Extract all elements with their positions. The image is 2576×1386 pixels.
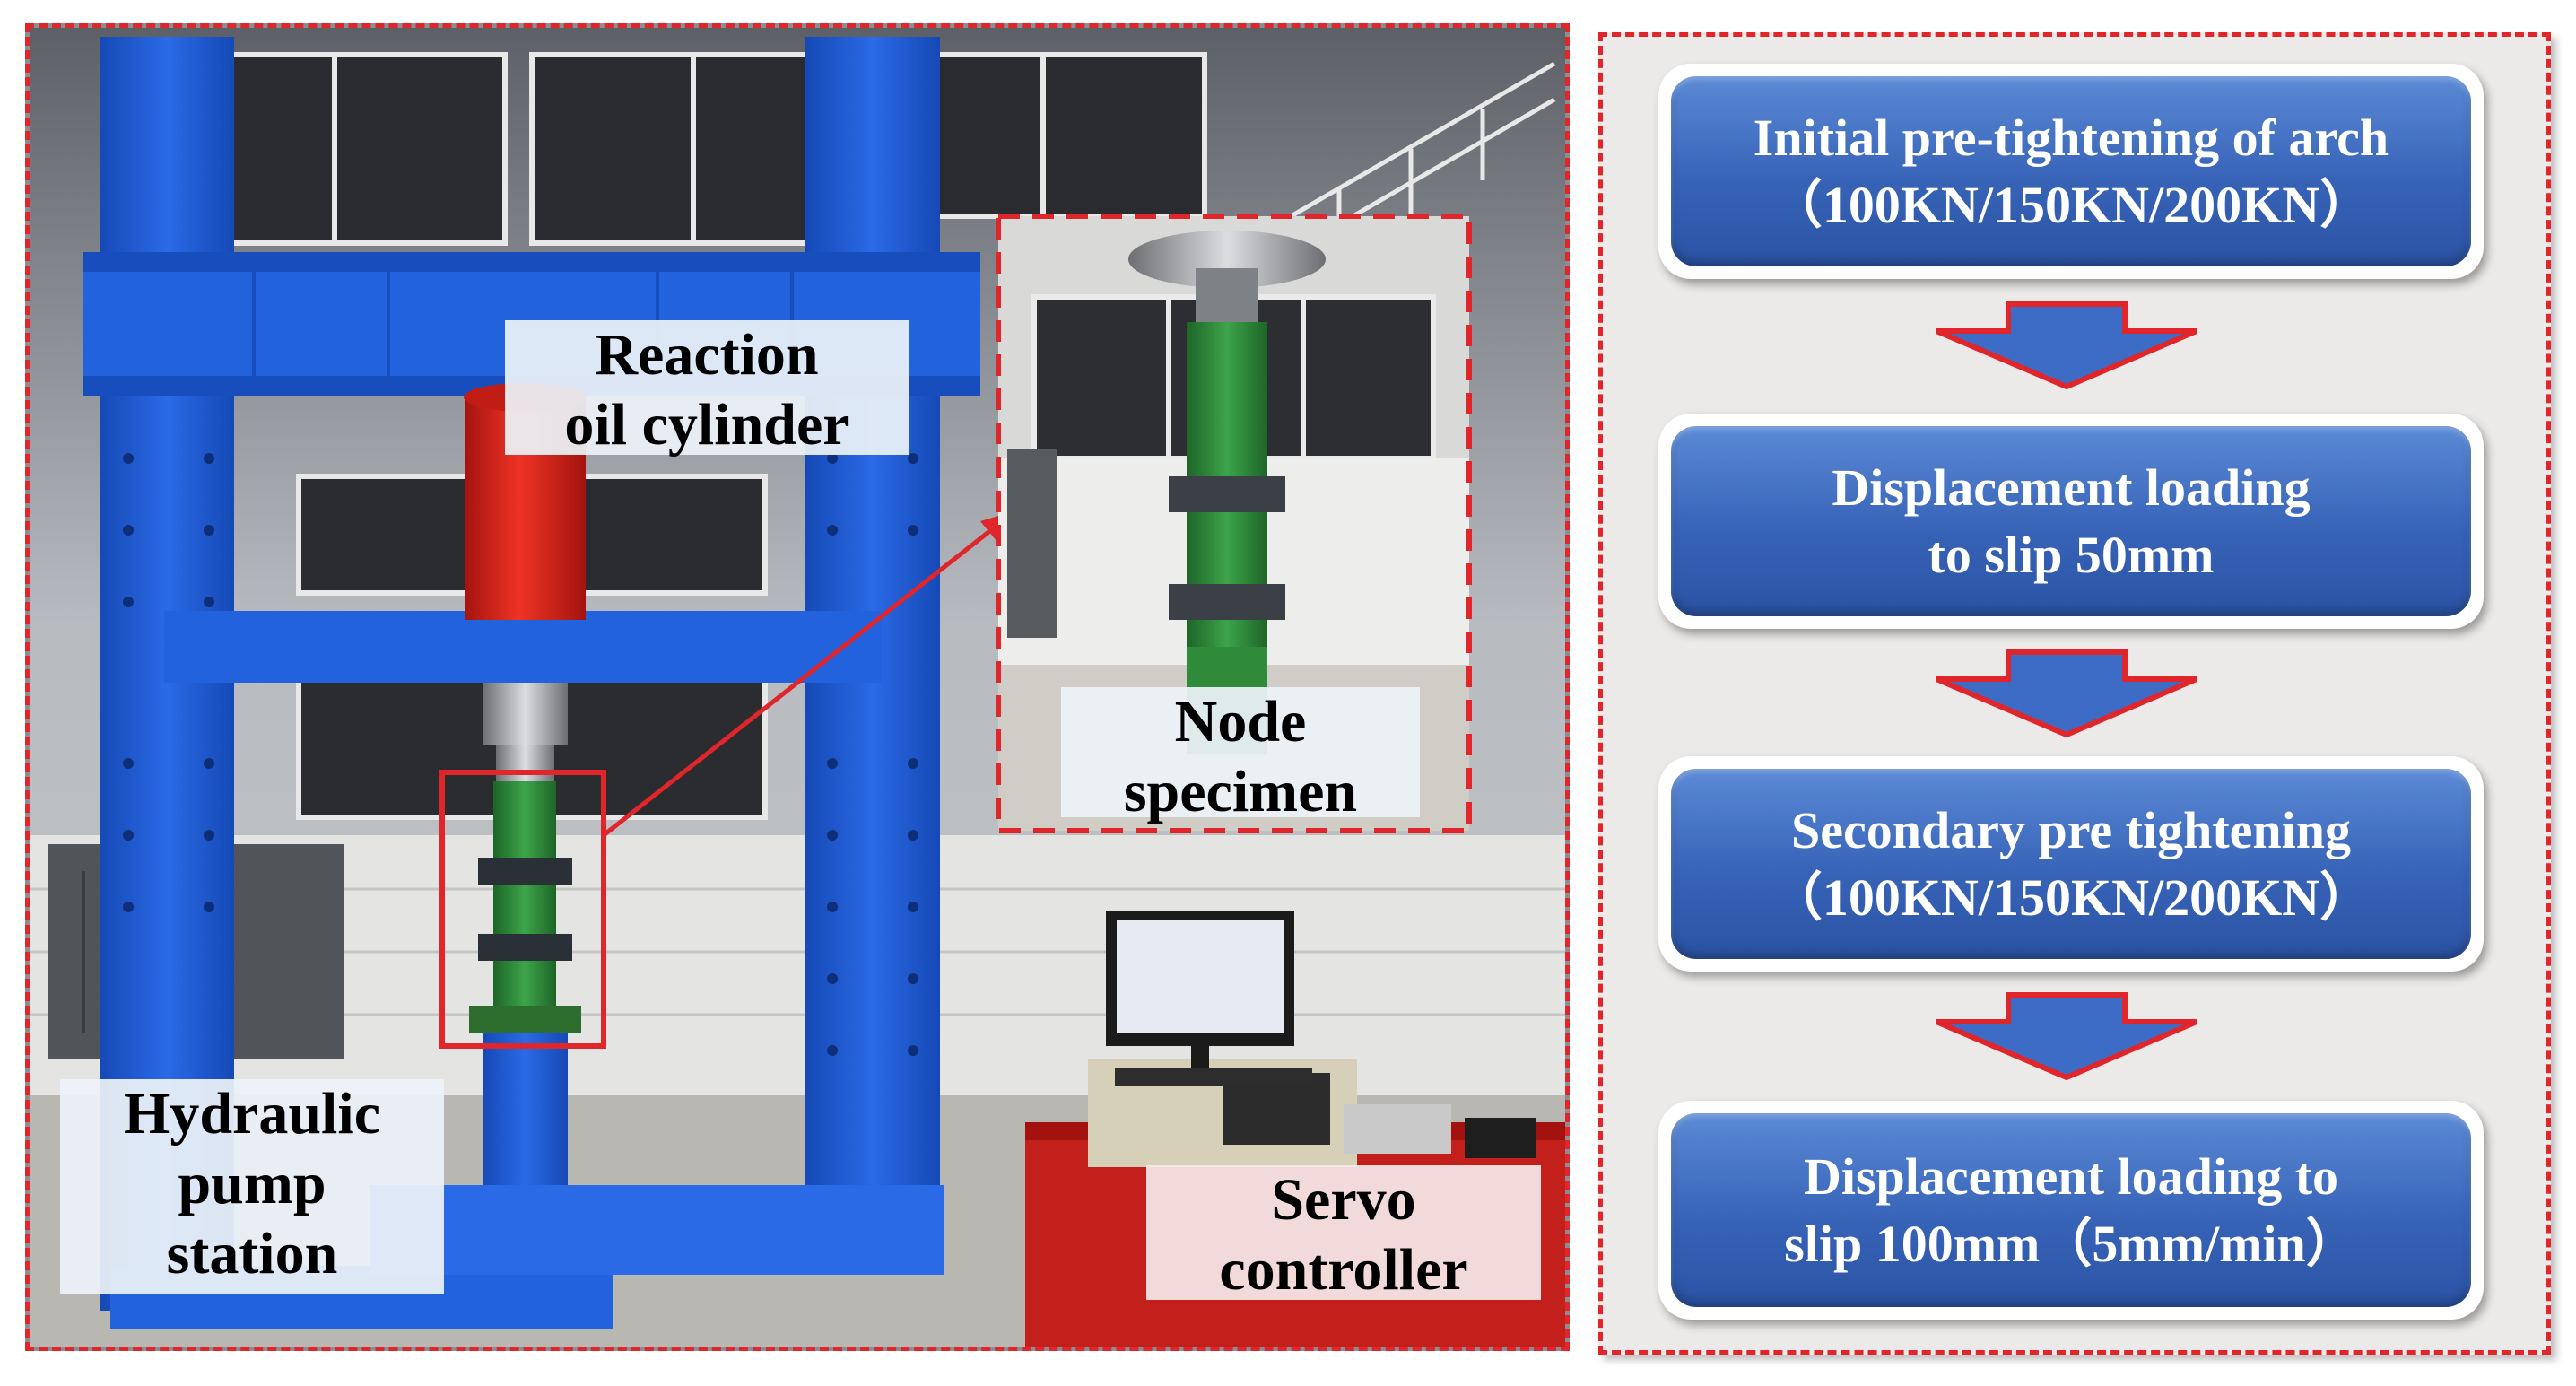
- flow-step-4: Displacement loading to slip 100mm（5mm/m…: [1658, 1101, 2484, 1320]
- flow-arrow-2: [1935, 649, 2198, 738]
- specimen-highlight-box: [439, 770, 606, 1049]
- flow-arrow-3: [1935, 992, 2198, 1081]
- label-node-specimen: Node specimen: [1061, 687, 1420, 824]
- flow-step-3: Secondary pre tightening （100KN/150KN/20…: [1658, 756, 2484, 972]
- label-reaction-oil-cylinder: Reaction oil cylinder: [505, 320, 909, 458]
- flow-step-1-box: Initial pre-tightening of arch （100KN/15…: [1671, 76, 2471, 266]
- flow-step-1: Initial pre-tightening of arch （100KN/15…: [1658, 64, 2484, 279]
- node-specimen-small: [469, 781, 581, 1185]
- zoom-arrow: [602, 521, 1002, 837]
- loading-procedure-flowchart: Initial pre-tightening of arch （100KN/15…: [1598, 32, 2551, 1355]
- flow-step-4-box: Displacement loading to slip 100mm（5mm/m…: [1671, 1113, 2471, 1307]
- label-hydraulic-pump-station: Hydraulic pump station: [60, 1079, 444, 1294]
- label-servo-controller: Servo controller: [1146, 1165, 1541, 1303]
- flow-step-2: Displacement loading to slip 50mm: [1658, 414, 2484, 629]
- flow-arrow-1: [1935, 301, 2198, 390]
- test-setup-photo: Reaction oil cylinder Node specimen Hydr…: [25, 23, 1570, 1351]
- flow-step-2-box: Displacement loading to slip 50mm: [1671, 426, 2471, 616]
- flow-step-3-box: Secondary pre tightening （100KN/150KN/20…: [1671, 769, 2471, 959]
